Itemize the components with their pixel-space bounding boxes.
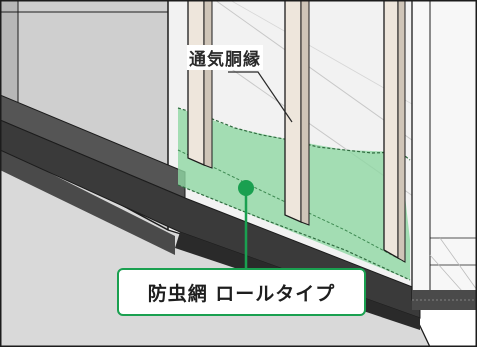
insect-mesh-label: 防虫網 ロールタイプ <box>147 282 336 305</box>
furring-strip-label: 通気胴縁 <box>187 45 263 70</box>
furring-strips <box>187 0 406 263</box>
right-wall-panel <box>411 0 477 310</box>
insect-mesh-callout-box: 防虫網 ロールタイプ <box>117 268 366 316</box>
mesh-leader-dot <box>238 180 254 196</box>
furring-leader-line <box>228 71 293 123</box>
